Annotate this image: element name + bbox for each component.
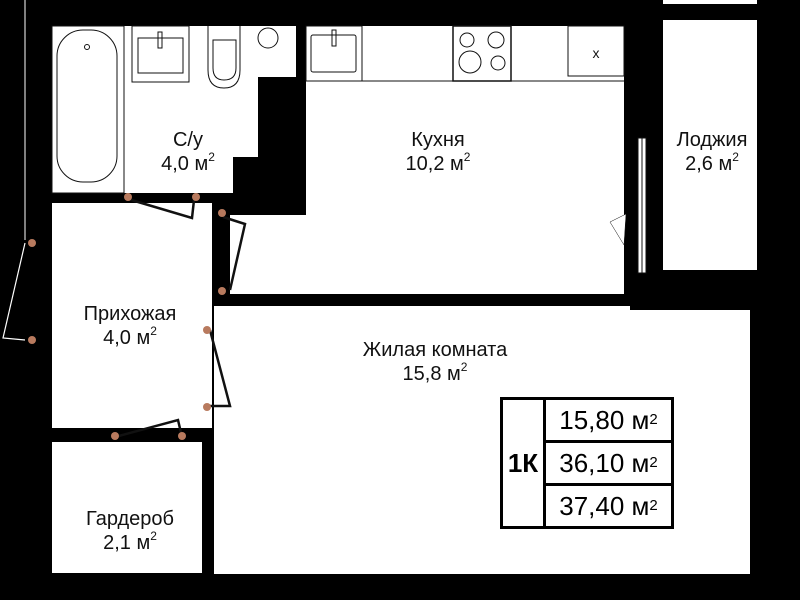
- fridge-icon: [567, 25, 625, 77]
- room-wardrobe: [52, 442, 202, 573]
- room-area: 4,0 м2: [103, 324, 157, 349]
- label-loggia: Лоджия 2,6 м2: [677, 128, 748, 176]
- label-hallway: Прихожая 4,0 м2: [84, 302, 177, 350]
- label-wardrobe: Гардероб 2,1 м2: [86, 507, 174, 555]
- room-name: Лоджия: [676, 129, 748, 151]
- kitchen-sink-icon: [305, 25, 363, 82]
- apartment-type: 1К: [503, 400, 546, 526]
- room-name: С/у: [172, 129, 203, 151]
- toilet-icon: [207, 26, 241, 89]
- bathroom-sink-icon: [131, 25, 190, 83]
- label-kitchen: Кухня 10,2 м2: [406, 128, 471, 176]
- room-name: Гардероб: [86, 508, 174, 530]
- room-bathroom: [52, 26, 296, 193]
- room-area: 15,8 м2: [402, 360, 468, 385]
- label-living-room: Жилая комната 15,8 м2: [363, 338, 507, 386]
- room-area: 2,1 м2: [103, 529, 157, 554]
- doors: [114, 197, 247, 439]
- room-loggia: [663, 20, 757, 270]
- label-bathroom: С/у 4,0 м2: [161, 128, 215, 176]
- room-area: 4,0 м2: [161, 150, 215, 175]
- drain-icon: [257, 27, 279, 49]
- room-kitchen: [230, 26, 624, 294]
- appliance-mark: x: [593, 45, 600, 61]
- room-area: 2,6 м2: [685, 150, 739, 175]
- room-name: Жилая комната: [362, 339, 508, 361]
- stove-icon: [452, 25, 512, 82]
- bathtub-icon: [51, 25, 125, 194]
- room-name: Прихожая: [83, 303, 177, 325]
- room-area: 10,2 м2: [405, 150, 471, 175]
- entrance-door: [2, 242, 26, 341]
- room-name: Кухня: [411, 129, 465, 151]
- door-hinges: [28, 193, 226, 440]
- room-hallway: [52, 203, 212, 428]
